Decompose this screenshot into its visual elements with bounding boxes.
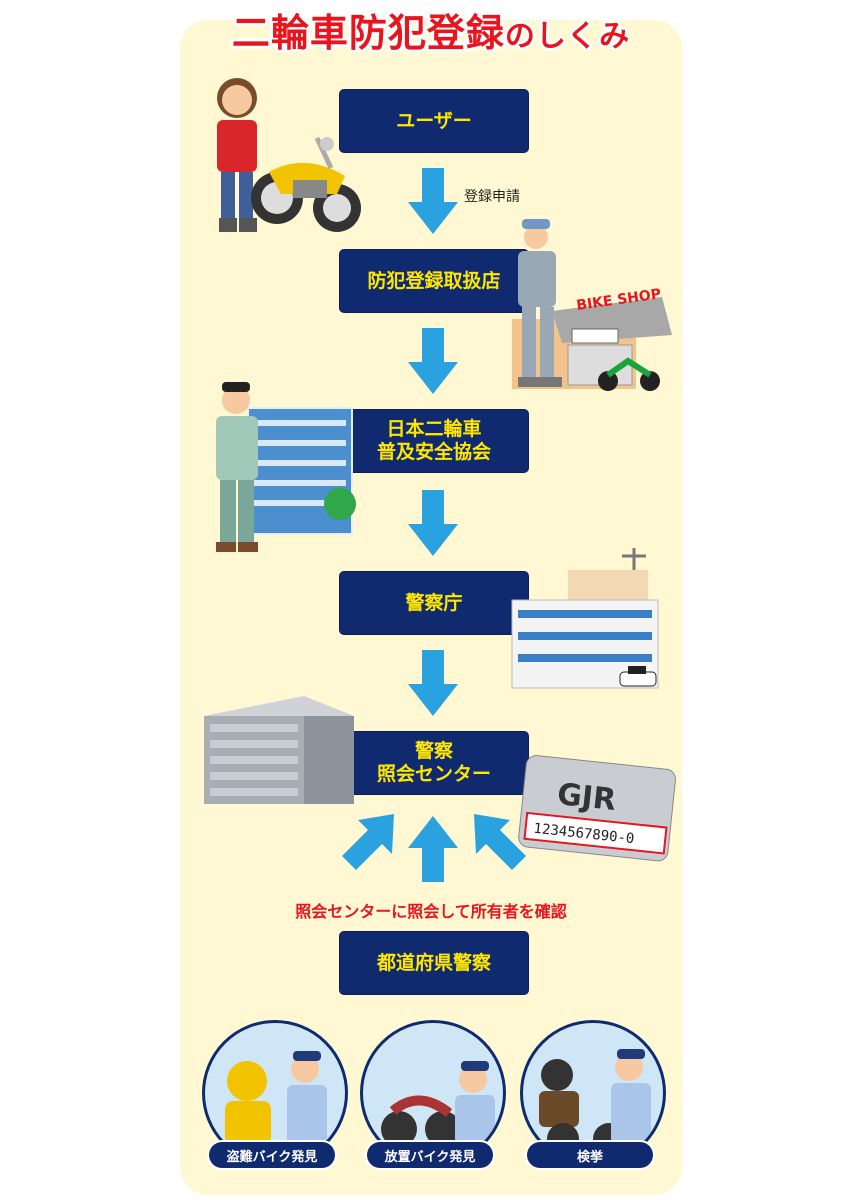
registration-request-label: 登録申請 [464, 189, 520, 205]
association-label-1: 日本二輪車 [386, 418, 482, 441]
outcome-label-text: 放置バイク発見 [384, 1149, 476, 1165]
outcome-label-stolen: 盗難バイク発見 [209, 1142, 335, 1168]
user-box: ユーザー [340, 90, 528, 152]
prefectural-police-box: 都道府県警察 [340, 932, 528, 994]
arrest-scene-icon [539, 1049, 651, 1155]
outcome-circle-stolen [202, 1020, 348, 1166]
user-label: ユーザー [396, 109, 472, 132]
title-suffix: のしくみ [504, 19, 631, 54]
down-arrow-icon [408, 168, 458, 234]
association-box: 日本二輪車普及安全協会 [340, 410, 528, 472]
shop-box: 防犯登録取扱店 [340, 250, 528, 312]
shop-label: 防犯登録取扱店 [367, 269, 501, 292]
bike-shop-illustration: BIKE SHOP [512, 219, 672, 391]
abandoned-bike-scene-icon [381, 1061, 495, 1151]
outcome-label-abandoned: 放置バイク発見 [367, 1142, 493, 1168]
up-right-arrow-icon [342, 814, 394, 870]
server-rack-illustration [204, 696, 354, 804]
center-label-1: 警察 [414, 740, 453, 763]
down-arrow-icon [408, 650, 458, 716]
up-left-arrow-icon [474, 814, 526, 870]
outcome-circle-arrest [520, 1020, 666, 1166]
npa-label: 警察庁 [405, 591, 463, 614]
down-arrow-icon [408, 328, 458, 394]
up-arrow-icon [408, 816, 458, 882]
inquiry-center-box: 警察照会センター [340, 732, 528, 794]
registration-plate-illustration: GJR 1234567890-0 [518, 755, 677, 862]
police-agency-building-illustration [511, 548, 659, 689]
prefectural-label: 都道府県警察 [376, 951, 491, 974]
confirm-owner-text: 照会センターに照会して所有者を確認 [295, 902, 567, 921]
association-building-illustration [216, 382, 356, 552]
page-title: 二輪車防犯登録のしくみ [0, 2, 862, 57]
rider-motorcycle-illustration [217, 78, 361, 232]
down-arrow-icon [408, 490, 458, 556]
outcome-label-arrest: 検挙 [527, 1142, 653, 1168]
outcome-label-text: 検挙 [576, 1149, 603, 1165]
center-label-2: 照会センター [376, 763, 491, 785]
title-main: 二輪車防犯登録 [231, 11, 505, 55]
plate-logo: GJR [555, 777, 617, 818]
npa-box: 警察庁 [340, 572, 528, 634]
stolen-bike-scene-icon [225, 1051, 327, 1145]
association-label-2: 普及安全協会 [376, 441, 491, 463]
outcome-label-text: 盗難バイク発見 [226, 1149, 318, 1165]
outcome-circle-abandoned [360, 1020, 506, 1166]
